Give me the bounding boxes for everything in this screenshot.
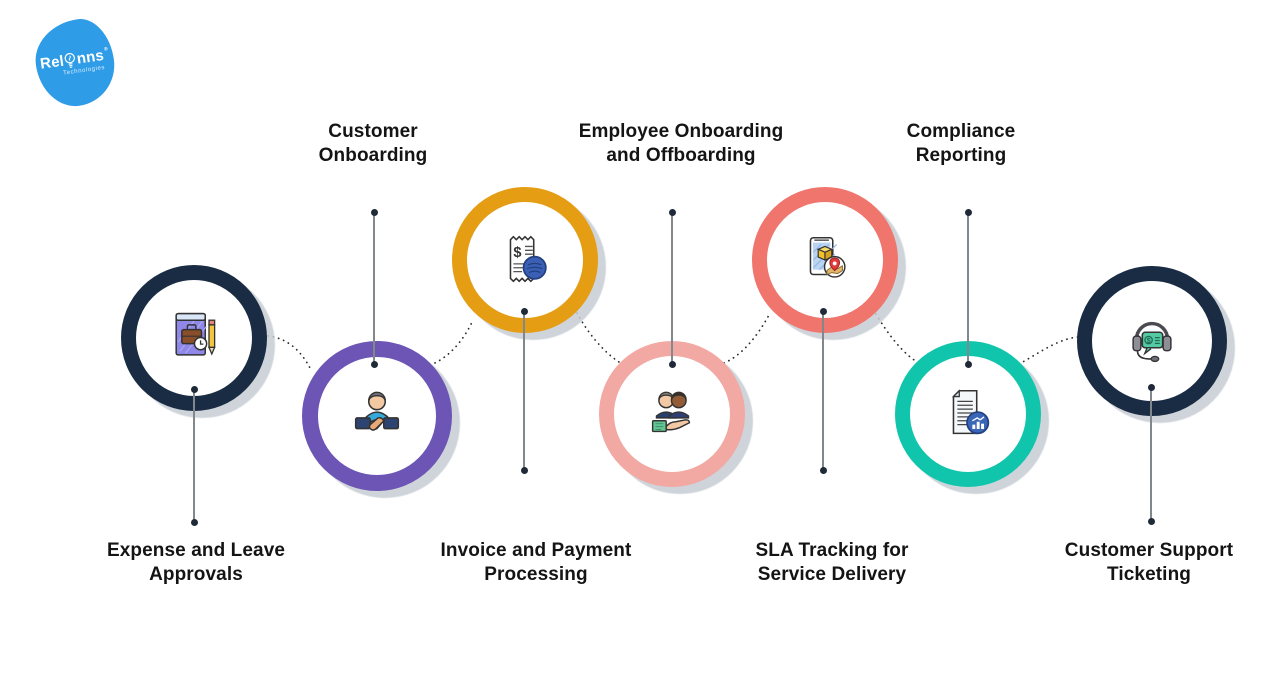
curve-node2-node3 xyxy=(429,319,474,366)
customer-handshake-icon xyxy=(354,391,400,431)
logo-brand: Rel nns ® xyxy=(39,46,110,72)
connector-line-node5 xyxy=(822,311,824,470)
connector-line-node6 xyxy=(967,212,969,364)
label-customer-onboarding: Customer Onboarding xyxy=(318,121,428,166)
svg-text:$: $ xyxy=(513,245,521,261)
delivery-tracking-phone-icon xyxy=(809,236,846,278)
node-customer-support-ticketing: $ xyxy=(1077,266,1227,416)
connector-line-node4 xyxy=(671,212,673,364)
label-sla-tracking-service-delivery: SLA Tracking for Service Delivery xyxy=(755,540,909,585)
relinns-logo: Rel nns ® Technologies xyxy=(30,14,120,112)
node-invoice-payment-processing: $ xyxy=(452,187,598,333)
connector-dot xyxy=(820,467,827,474)
curve-node1-node2 xyxy=(267,335,311,369)
connector-line-node1 xyxy=(193,389,195,522)
label-compliance-reporting: Compliance Reporting xyxy=(906,121,1016,166)
connector-dot xyxy=(1148,518,1155,525)
connector-dot xyxy=(820,308,827,315)
support-headset-icon: $ xyxy=(1132,321,1172,363)
label-employee-onboarding-offboarding: Employee Onboarding and Offboarding xyxy=(578,121,784,166)
label-invoice-payment-processing: Invoice and Payment Processing xyxy=(440,540,632,585)
lightbulb-icon xyxy=(64,52,76,68)
label-expense-leave-approvals: Expense and Leave Approvals xyxy=(106,540,286,585)
connector-dot xyxy=(371,361,378,368)
label-customer-support-ticketing: Customer Support Ticketing xyxy=(1064,540,1234,585)
employees-in-hand-icon xyxy=(651,391,691,433)
connector-line-node3 xyxy=(523,311,525,470)
logo-blob: Rel nns ® Technologies xyxy=(30,14,120,112)
connector-dot xyxy=(669,209,676,216)
connector-dot xyxy=(191,386,198,393)
planner-briefcase-icon xyxy=(175,312,216,356)
curve-node3-node4 xyxy=(576,312,620,363)
connector-dot xyxy=(669,361,676,368)
connector-dot xyxy=(371,209,378,216)
connector-dot xyxy=(1148,384,1155,391)
invoice-coin-icon: $ xyxy=(509,235,547,283)
connector-line-node7 xyxy=(1150,387,1152,521)
connector-dot xyxy=(521,308,528,315)
curve-node6-node7 xyxy=(1018,336,1079,365)
connector-dot xyxy=(191,519,198,526)
svg-text:$: $ xyxy=(1147,336,1151,345)
connector-dot xyxy=(965,209,972,216)
curve-node5-node6 xyxy=(875,313,918,363)
curve-node4-node5 xyxy=(723,314,770,364)
connector-dot xyxy=(521,467,528,474)
connector-dot xyxy=(965,361,972,368)
compliance-report-icon xyxy=(951,389,990,435)
connector-line-node2 xyxy=(373,212,375,364)
